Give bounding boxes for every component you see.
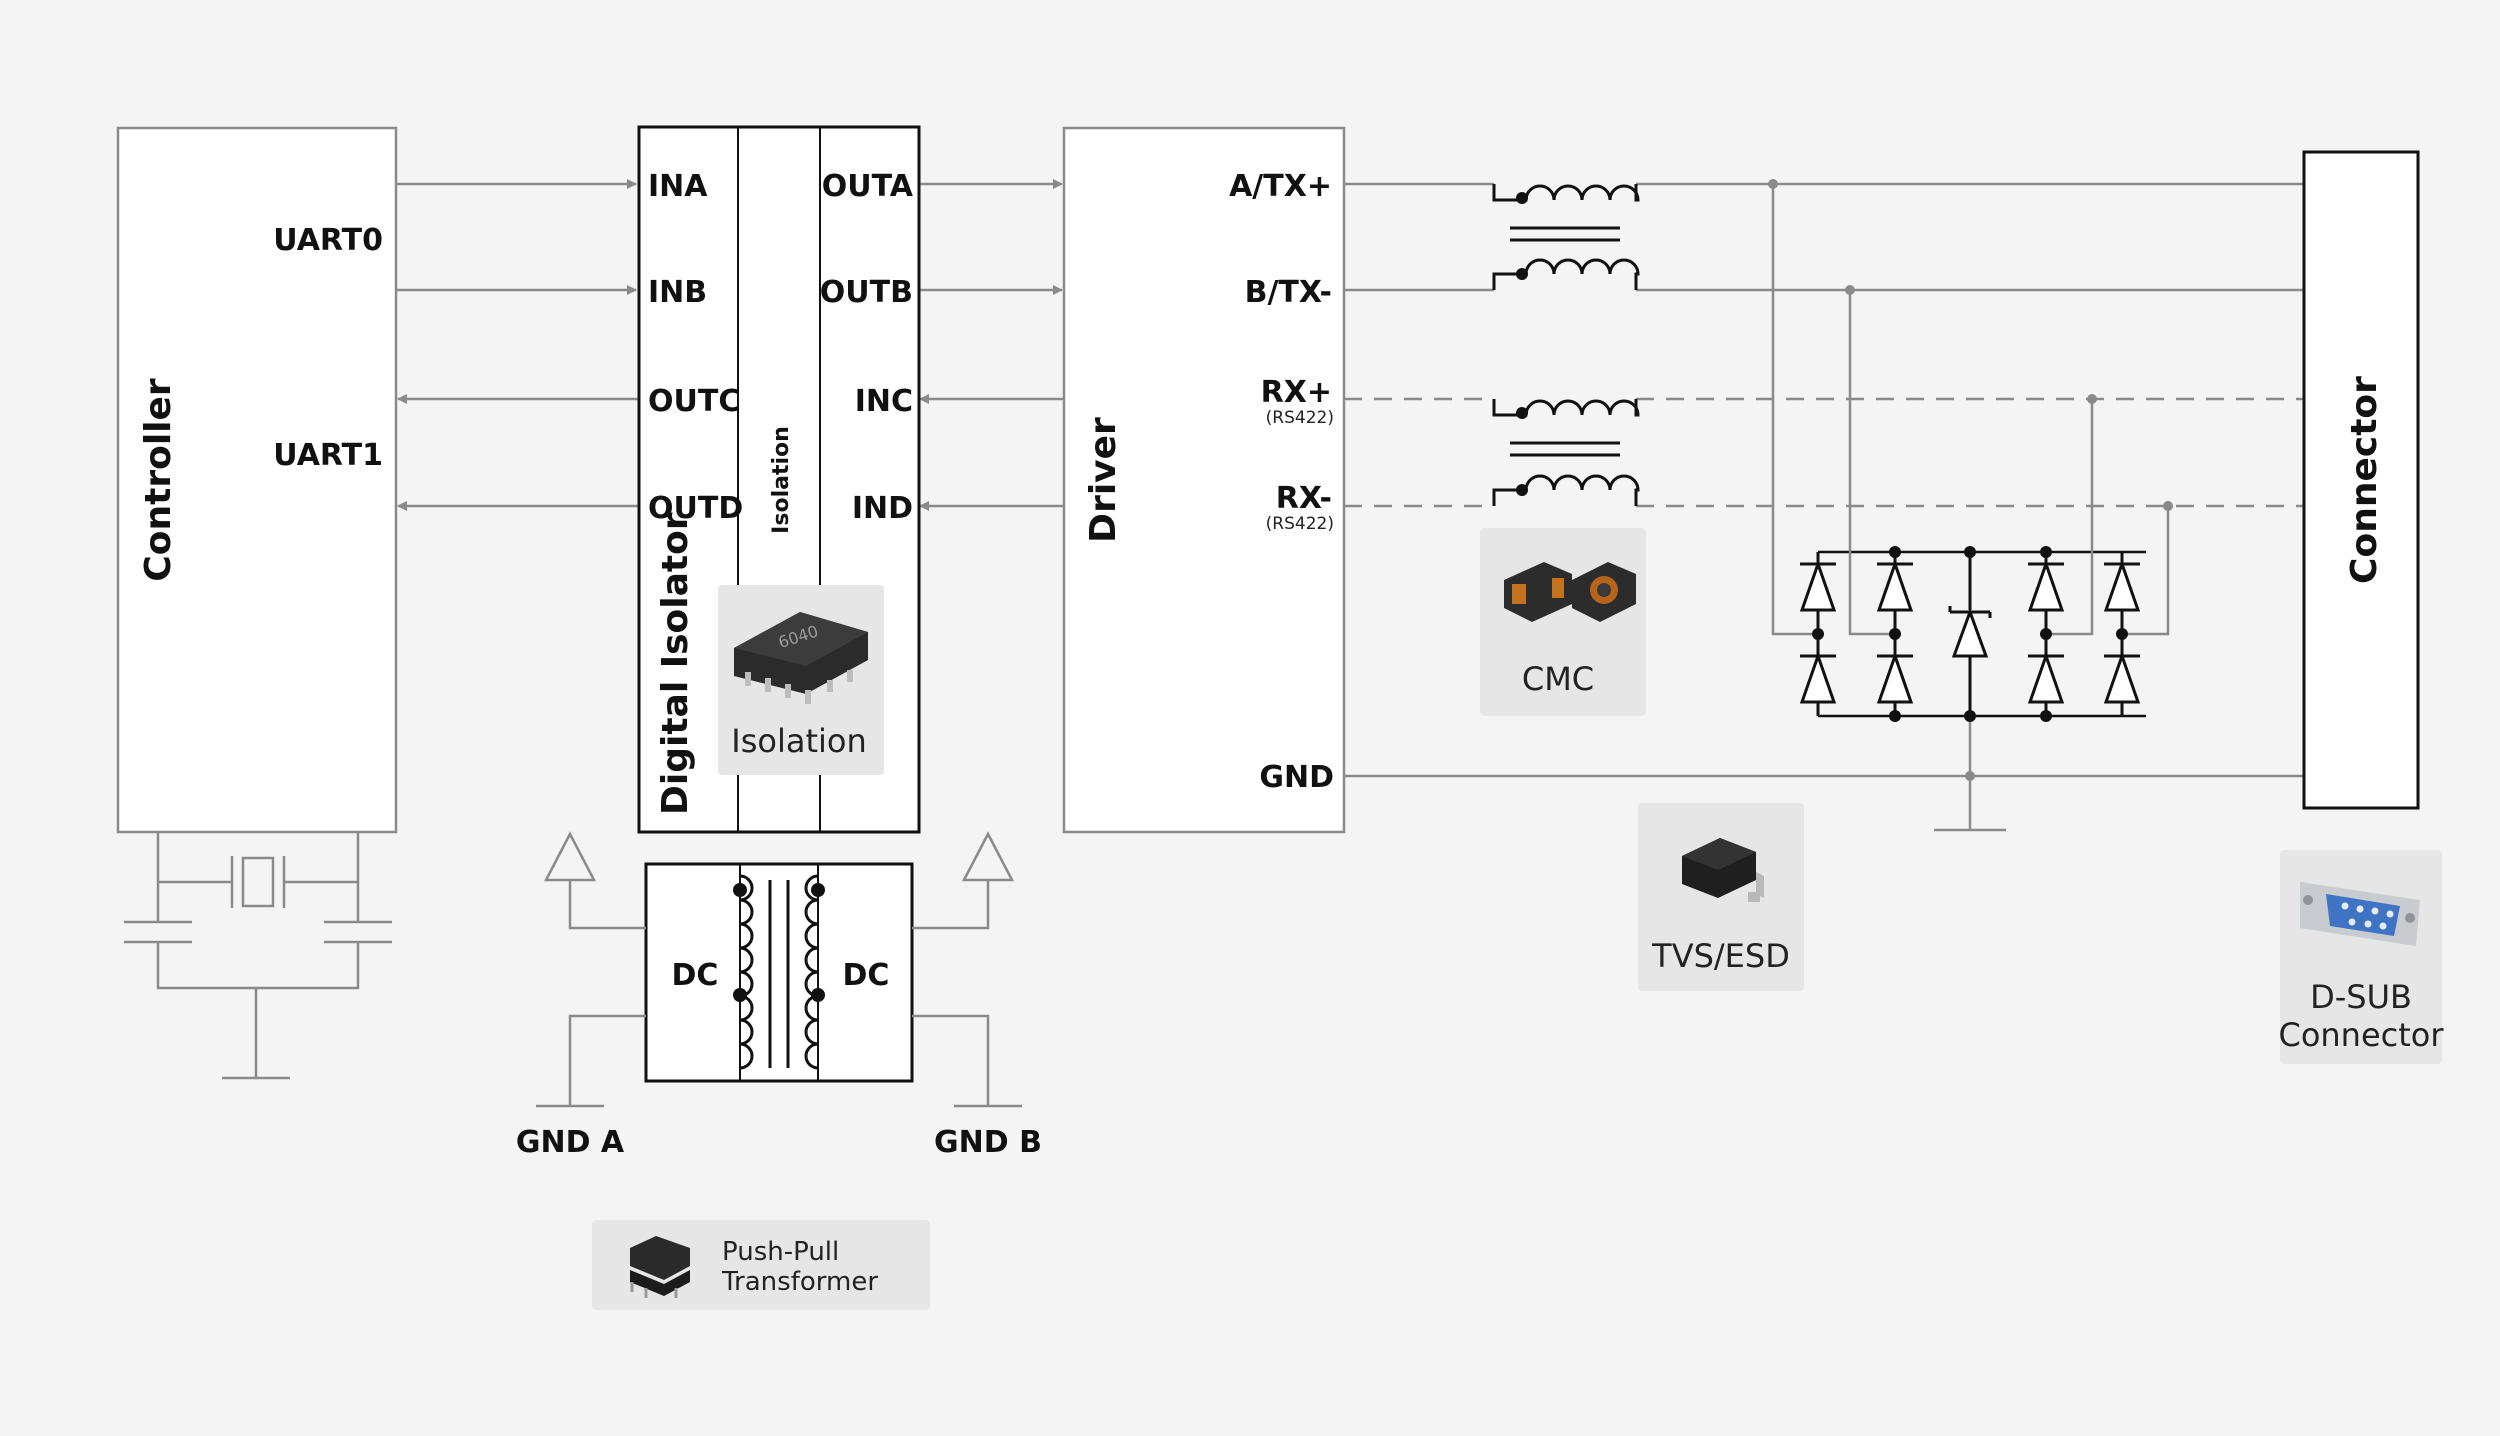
controller-block: Controller UART0 UART1: [116, 126, 398, 834]
driver-title: Driver: [1083, 417, 1124, 543]
pin-rx-minus: RX-: [1276, 481, 1332, 516]
soic-chip-icon: 6040: [734, 612, 868, 704]
pin-ina: INA: [648, 169, 708, 204]
pin-b-tx: B/TX-: [1245, 275, 1332, 310]
driver-block: Driver A/TX+ B/TX- RX+ (RS422) RX- (RS42…: [1062, 126, 1346, 834]
tvs-array: [1771, 184, 2170, 832]
diode-2-bottom: [1876, 634, 1914, 716]
dsub-card-line2: Connector: [2278, 1016, 2444, 1054]
pin-outd: OUTD: [648, 491, 743, 526]
pin-outb: OUTB: [820, 275, 913, 310]
cmc-card: CMC: [1480, 528, 1646, 716]
diode-2-top: [1876, 552, 1914, 634]
diode-3-top: [2027, 552, 2065, 634]
uart1-label: UART1: [273, 438, 383, 473]
pin-a-tx: A/TX+: [1229, 169, 1332, 204]
crystal-oscillator: [124, 832, 392, 1080]
dsub-card: D-SUB Connector: [2278, 850, 2444, 1064]
pin-ind: IND: [852, 491, 913, 526]
isolation-card-label: Isolation: [731, 722, 866, 760]
uart-signal-lines: [396, 179, 1064, 511]
digital-isolator-title: Digital Isolator: [655, 512, 696, 815]
rs422-note-2: (RS422): [1266, 514, 1334, 534]
push-pull-card-line2: Transformer: [721, 1267, 878, 1297]
connector-block: Connector: [2302, 150, 2420, 810]
transformer-component-icon: [630, 1236, 690, 1298]
gnd-b-label: GND B: [934, 1125, 1042, 1160]
isolation-barrier-label: Isolation: [769, 426, 794, 534]
cmc-tx-choke: [1492, 184, 1640, 290]
tvs-component-icon: [1682, 838, 1764, 902]
cmc-card-label: CMC: [1522, 660, 1594, 698]
connector-title: Connector: [2344, 376, 2385, 584]
controller-title: Controller: [138, 378, 179, 582]
tvs-esd-card: TVS/ESD: [1638, 803, 1804, 991]
digital-isolator-block: Isolation Digital Isolator INA INB OUTC …: [637, 125, 921, 834]
zener-diode-center: [1948, 552, 1992, 716]
rs422-note-1: (RS422): [1266, 408, 1334, 428]
pin-outa: OUTA: [822, 169, 914, 204]
pin-inc: INC: [855, 384, 913, 419]
pin-inb: INB: [648, 275, 707, 310]
push-pull-card-line1: Push-Pull: [722, 1237, 839, 1267]
push-pull-card: Push-Pull Transformer: [592, 1220, 930, 1310]
dcdc-block: DC DC: [644, 862, 914, 1083]
gnd-a-label: GND A: [516, 1125, 625, 1160]
diode-3-bottom: [2027, 634, 2065, 716]
dsub-connector-icon: [2300, 882, 2420, 946]
bus-lines: [1344, 179, 2304, 781]
tvs-junction-dots: [1812, 546, 2128, 722]
diode-1-top: [1799, 552, 1837, 634]
isolation-card: 6040 Isolation: [718, 585, 884, 775]
cmc-rx-choke: [1492, 399, 1640, 506]
diode-4-top: [2103, 552, 2141, 634]
cmc-component-icon: [1504, 562, 1636, 622]
pin-outc: OUTC: [648, 384, 740, 419]
dsub-card-line1: D-SUB: [2310, 978, 2412, 1016]
tvs-esd-card-label: TVS/ESD: [1651, 937, 1790, 975]
diode-1-bottom: [1799, 634, 1837, 716]
dc-right-label: DC: [843, 958, 890, 993]
pin-gnd: GND: [1259, 760, 1334, 795]
pin-rx-plus: RX+: [1261, 375, 1332, 410]
dcdc-power-connections: GND A GND B: [516, 831, 1042, 1160]
diode-4-bottom: [2103, 634, 2141, 716]
uart0-label: UART0: [273, 223, 383, 258]
dc-left-label: DC: [672, 958, 719, 993]
